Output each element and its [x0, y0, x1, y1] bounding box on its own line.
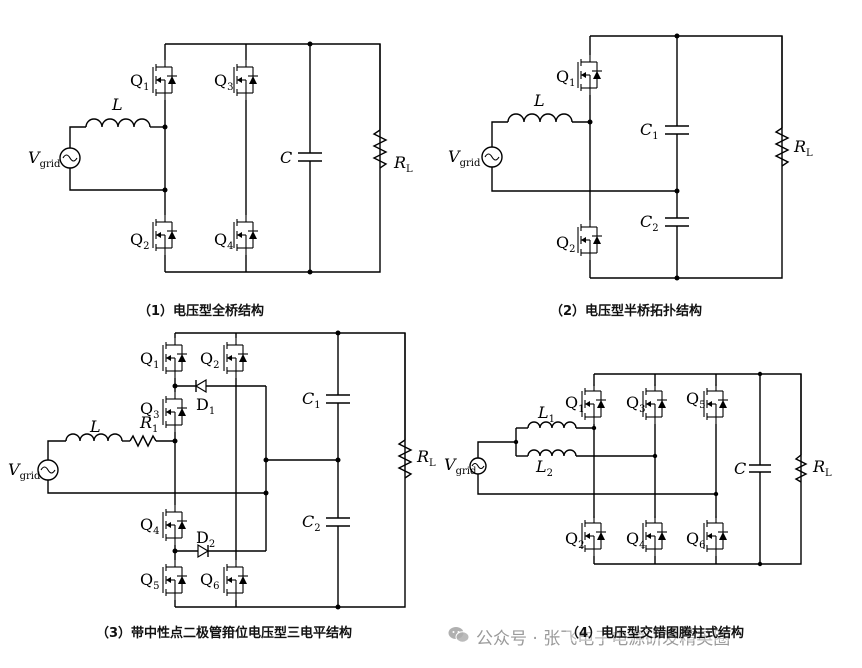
switch-q6	[703, 515, 729, 557]
label-q5: Q5	[686, 389, 706, 411]
wechat-icon	[448, 627, 470, 643]
label-q1: Q1	[130, 71, 150, 93]
diagram-npc-three-level: L R1 Q1 Q2 Q3 Q4 Q5 Q6 D1 D2 C1 C2 RL Vg…	[8, 330, 436, 610]
label-q3: Q3	[626, 393, 646, 415]
switch-q1	[152, 59, 178, 101]
label-d2: D2	[196, 528, 215, 550]
label-l: L	[533, 91, 545, 110]
label-rl: RL	[812, 457, 832, 479]
label-q4: Q4	[626, 529, 646, 551]
label-q4: Q4	[140, 515, 160, 537]
switch-q1	[581, 383, 607, 425]
switch-q1	[162, 337, 188, 379]
diagram-half-bridge: L Q1 Q2 C1 C2 RL Vgrid	[448, 33, 813, 281]
label-c1: C1	[640, 120, 659, 142]
switch-q3	[233, 59, 259, 101]
label-q2: Q2	[556, 233, 576, 255]
switch-q5	[703, 383, 729, 425]
label-c: C	[734, 459, 746, 478]
label-c: C	[280, 148, 292, 167]
diagram-full-bridge: L Q1 Q3 Q2 Q4 C RL Vgrid	[28, 41, 413, 275]
label-q2: Q2	[565, 529, 585, 551]
label-q6: Q6	[686, 529, 706, 551]
switch-q2	[581, 515, 607, 557]
label-vgrid: Vgrid	[448, 147, 481, 169]
label-rl: RL	[393, 153, 413, 175]
label-vgrid: Vgrid	[28, 148, 61, 170]
label-q3: Q3	[140, 399, 160, 421]
label-rl: RL	[416, 447, 436, 469]
label-c1: C1	[302, 389, 321, 411]
label-l1: L1	[537, 403, 555, 425]
label-vgrid: Vgrid	[8, 460, 41, 482]
switch-q4	[642, 515, 668, 557]
switch-q3	[642, 383, 668, 425]
switch-q6	[223, 559, 249, 601]
switch-q2	[577, 219, 603, 261]
label-l2: L2	[535, 457, 553, 479]
switch-q4	[162, 504, 188, 546]
caption-full-bridge: （1）电压型全桥结构	[138, 304, 265, 319]
switch-q1	[577, 54, 603, 96]
label-q3: Q3	[214, 71, 234, 93]
label-q1: Q1	[140, 349, 160, 371]
label-l: L	[89, 417, 101, 436]
label-q2: Q2	[200, 349, 220, 371]
switch-q4	[233, 214, 259, 256]
switch-q2	[223, 337, 249, 379]
switch-q5	[162, 559, 188, 601]
caption-npc-three-level: （3）带中性点二极管箝位电压型三电平结构	[96, 626, 353, 641]
label-rl: RL	[793, 137, 813, 159]
label-l: L	[111, 95, 123, 114]
diagram-interleaved-totem-pole: L1 L2 Q1 Q3 Q5 Q2 Q4 Q6 C RL Vgrid	[444, 371, 832, 567]
label-r1: R1	[139, 413, 158, 435]
label-q6: Q6	[200, 570, 220, 592]
label-c2: C2	[302, 512, 321, 534]
caption-half-bridge: （2）电压型半桥拓扑结构	[550, 304, 703, 319]
switch-q3	[162, 391, 188, 433]
caption-interleaved-totem-pole: （4）电压型交错图腾柱式结构	[566, 622, 745, 641]
switch-q2	[152, 214, 178, 256]
label-q1: Q1	[556, 67, 576, 89]
watermark: 公众号 · 张飞电子电源研发精英圈	[476, 629, 731, 649]
label-q4: Q4	[214, 230, 234, 252]
label-q5: Q5	[140, 570, 160, 592]
label-d1: D1	[196, 395, 215, 417]
label-q2: Q2	[130, 230, 150, 252]
label-c2: C2	[640, 212, 659, 234]
label-q1: Q1	[565, 393, 585, 415]
label-vgrid: Vgrid	[444, 455, 477, 477]
